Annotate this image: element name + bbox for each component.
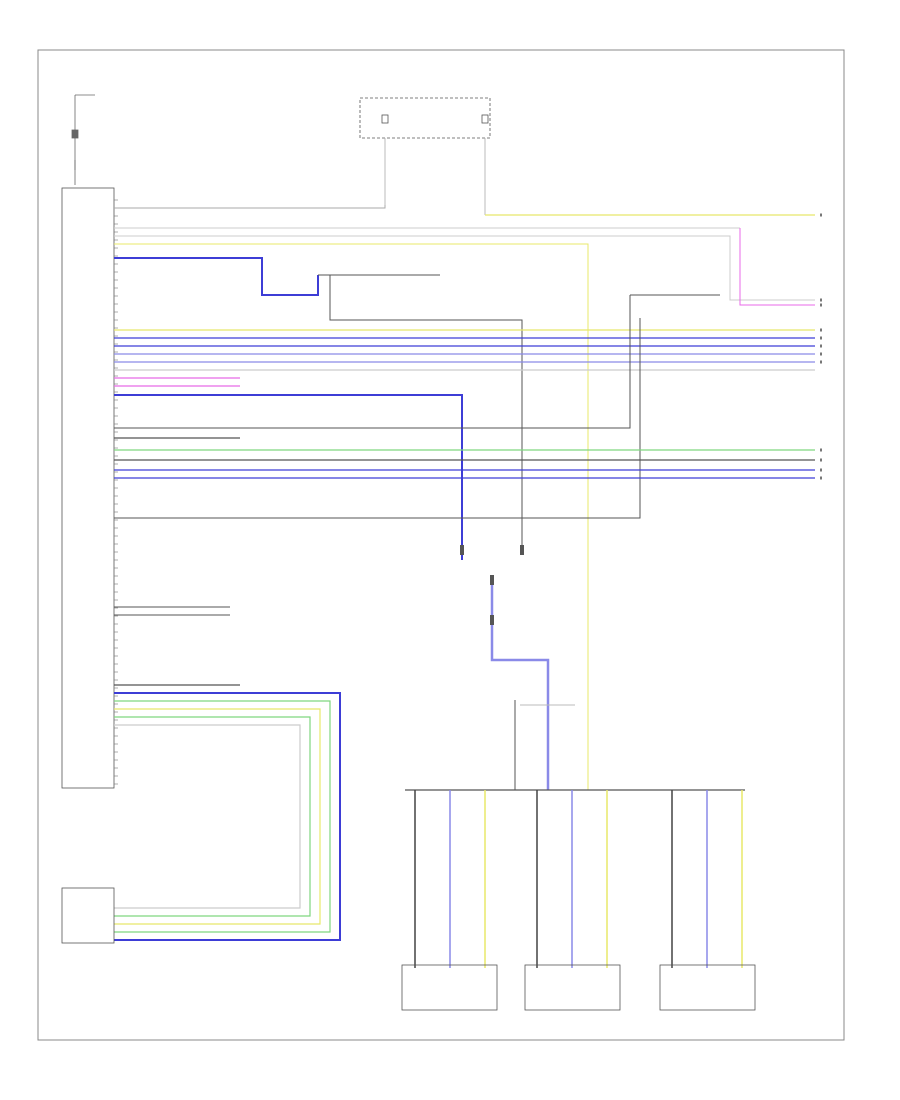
wire-black-bus-2	[114, 318, 641, 519]
wire-group-lower	[114, 437, 815, 479]
wire-blue-antenna-path	[490, 580, 550, 790]
right-connector-tick	[820, 476, 822, 480]
right-connector-tick	[820, 328, 822, 332]
antenna-module-left	[401, 964, 498, 1011]
wire-group-switch	[114, 606, 230, 616]
ground-symbol-top	[71, 94, 95, 185]
right-connector-tick	[820, 344, 822, 348]
wire-group-middle	[114, 329, 815, 387]
antenna-module-center	[524, 964, 621, 1011]
main-module	[61, 187, 115, 789]
wire-blue-antenna	[114, 394, 463, 560]
antenna-module-right	[659, 964, 756, 1011]
wire-black-bus	[114, 295, 631, 429]
right-connector-tick	[820, 336, 822, 340]
wire-group-lower-module	[114, 684, 341, 941]
antenna-connectors-mid	[460, 545, 524, 625]
right-connector-tick	[820, 458, 822, 462]
right-connector-tick	[820, 303, 822, 307]
right-connector-tick	[820, 448, 822, 452]
wire-gray-fuse	[114, 205, 386, 209]
right-connector-tick	[820, 298, 822, 302]
right-connector-ticks	[820, 213, 822, 480]
diagram-frame	[37, 49, 845, 1041]
right-connector-tick	[820, 352, 822, 356]
wire-group-upper	[114, 227, 815, 790]
lower-left-module	[61, 887, 115, 944]
module-pin-ticks	[114, 199, 118, 785]
fuse-block-1	[359, 97, 491, 215]
right-connector-tick	[820, 468, 822, 472]
right-connector-tick	[820, 213, 822, 217]
right-connector-tick	[820, 360, 822, 364]
antenna-drops	[414, 790, 743, 968]
